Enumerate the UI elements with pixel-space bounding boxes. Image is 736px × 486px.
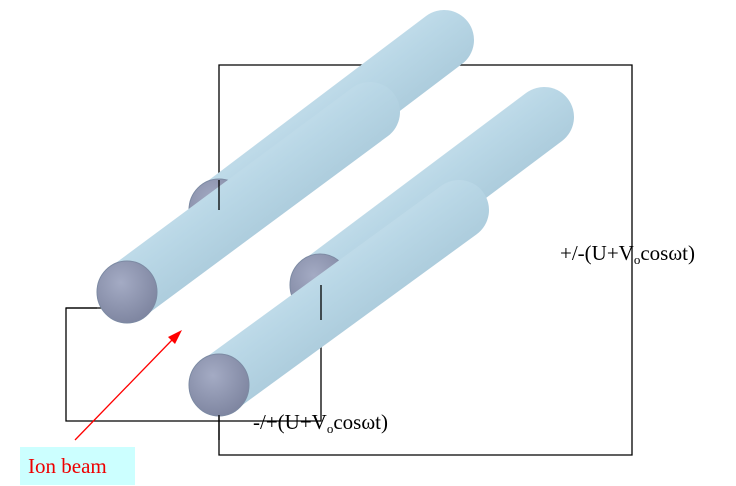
ion-beam-label: Ion beam (28, 454, 107, 478)
wire-right-loop (218, 64, 633, 456)
voltage-label-bottom: -/+(U+Vocosωt) (253, 410, 388, 436)
rod-bottom-right (188, 180, 489, 417)
wire-stubs (66, 180, 322, 440)
ion-beam-label-box: Ion beam (20, 447, 135, 485)
voltage-label-right: +/-(U+Vocosωt) (560, 241, 695, 267)
ion-beam-arrow (74, 330, 182, 441)
rod-bottom-left (96, 82, 400, 324)
